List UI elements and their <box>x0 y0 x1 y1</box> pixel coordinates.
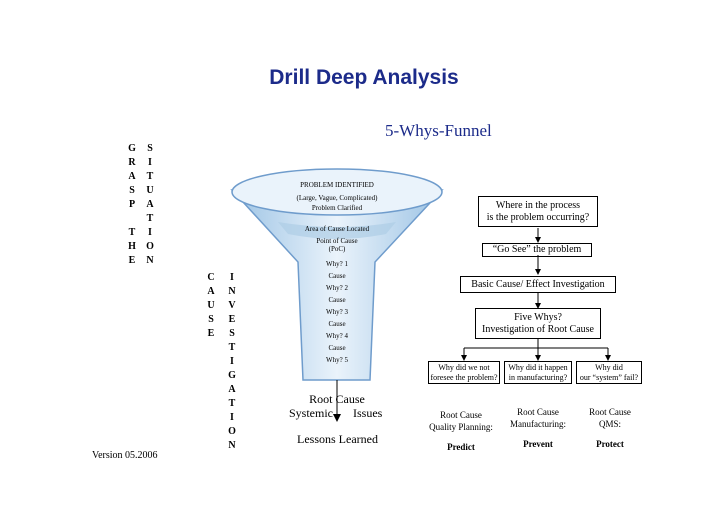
lessons-learned-label: Lessons Learned <box>297 432 378 446</box>
funnel-large-vague: (Large, Vague, Complicated) <box>296 194 378 202</box>
funnel-cause-1: Cause <box>328 272 346 280</box>
protect-label: Protect <box>596 439 624 449</box>
funnel-why-4: Why? 4 <box>326 332 348 340</box>
funnel-poc-line2: (PoC) <box>328 245 346 253</box>
issues-label: Issues <box>353 406 383 420</box>
funnel-cause-2: Cause <box>328 296 346 304</box>
funnel-area-of-cause: Area of Cause Located <box>304 225 370 233</box>
diagram-subtitle: 5-Whys-Funnel <box>385 121 492 140</box>
flow-arrows <box>461 228 611 361</box>
five-whys-box: Five Whys?Investigation of Root Cause <box>475 308 601 339</box>
funnel-why-2: Why? 2 <box>326 284 348 292</box>
funnel-cause-4: Cause <box>328 344 346 352</box>
funnel-cause-3: Cause <box>328 320 346 328</box>
prevent-label: Prevent <box>523 439 553 449</box>
systemic-label: Systemic <box>289 406 333 420</box>
funnel-why-5: Why? 5 <box>326 356 348 364</box>
funnel-why-3: Why? 3 <box>326 308 348 316</box>
root-cause-label: Root Cause <box>309 392 365 406</box>
funnel-problem-identified: PROBLEM IDENTIFIED <box>300 181 374 189</box>
version-label: Version 05.2006 <box>92 450 158 461</box>
predict-label: Predict <box>447 442 475 452</box>
funnel-why-1: Why? 1 <box>326 260 348 268</box>
funnel-rim <box>231 168 443 216</box>
funnel-poc-line1: Point of Cause <box>316 237 358 245</box>
page-title: Drill Deep Analysis <box>269 66 459 89</box>
basic-cause-effect-box: Basic Cause/ Effect Investigation <box>460 276 616 293</box>
funnel-problem-clarified: Problem Clarified <box>311 204 363 212</box>
go-see-box: “Go See” the problem <box>482 243 592 257</box>
funnel-band <box>278 222 396 239</box>
